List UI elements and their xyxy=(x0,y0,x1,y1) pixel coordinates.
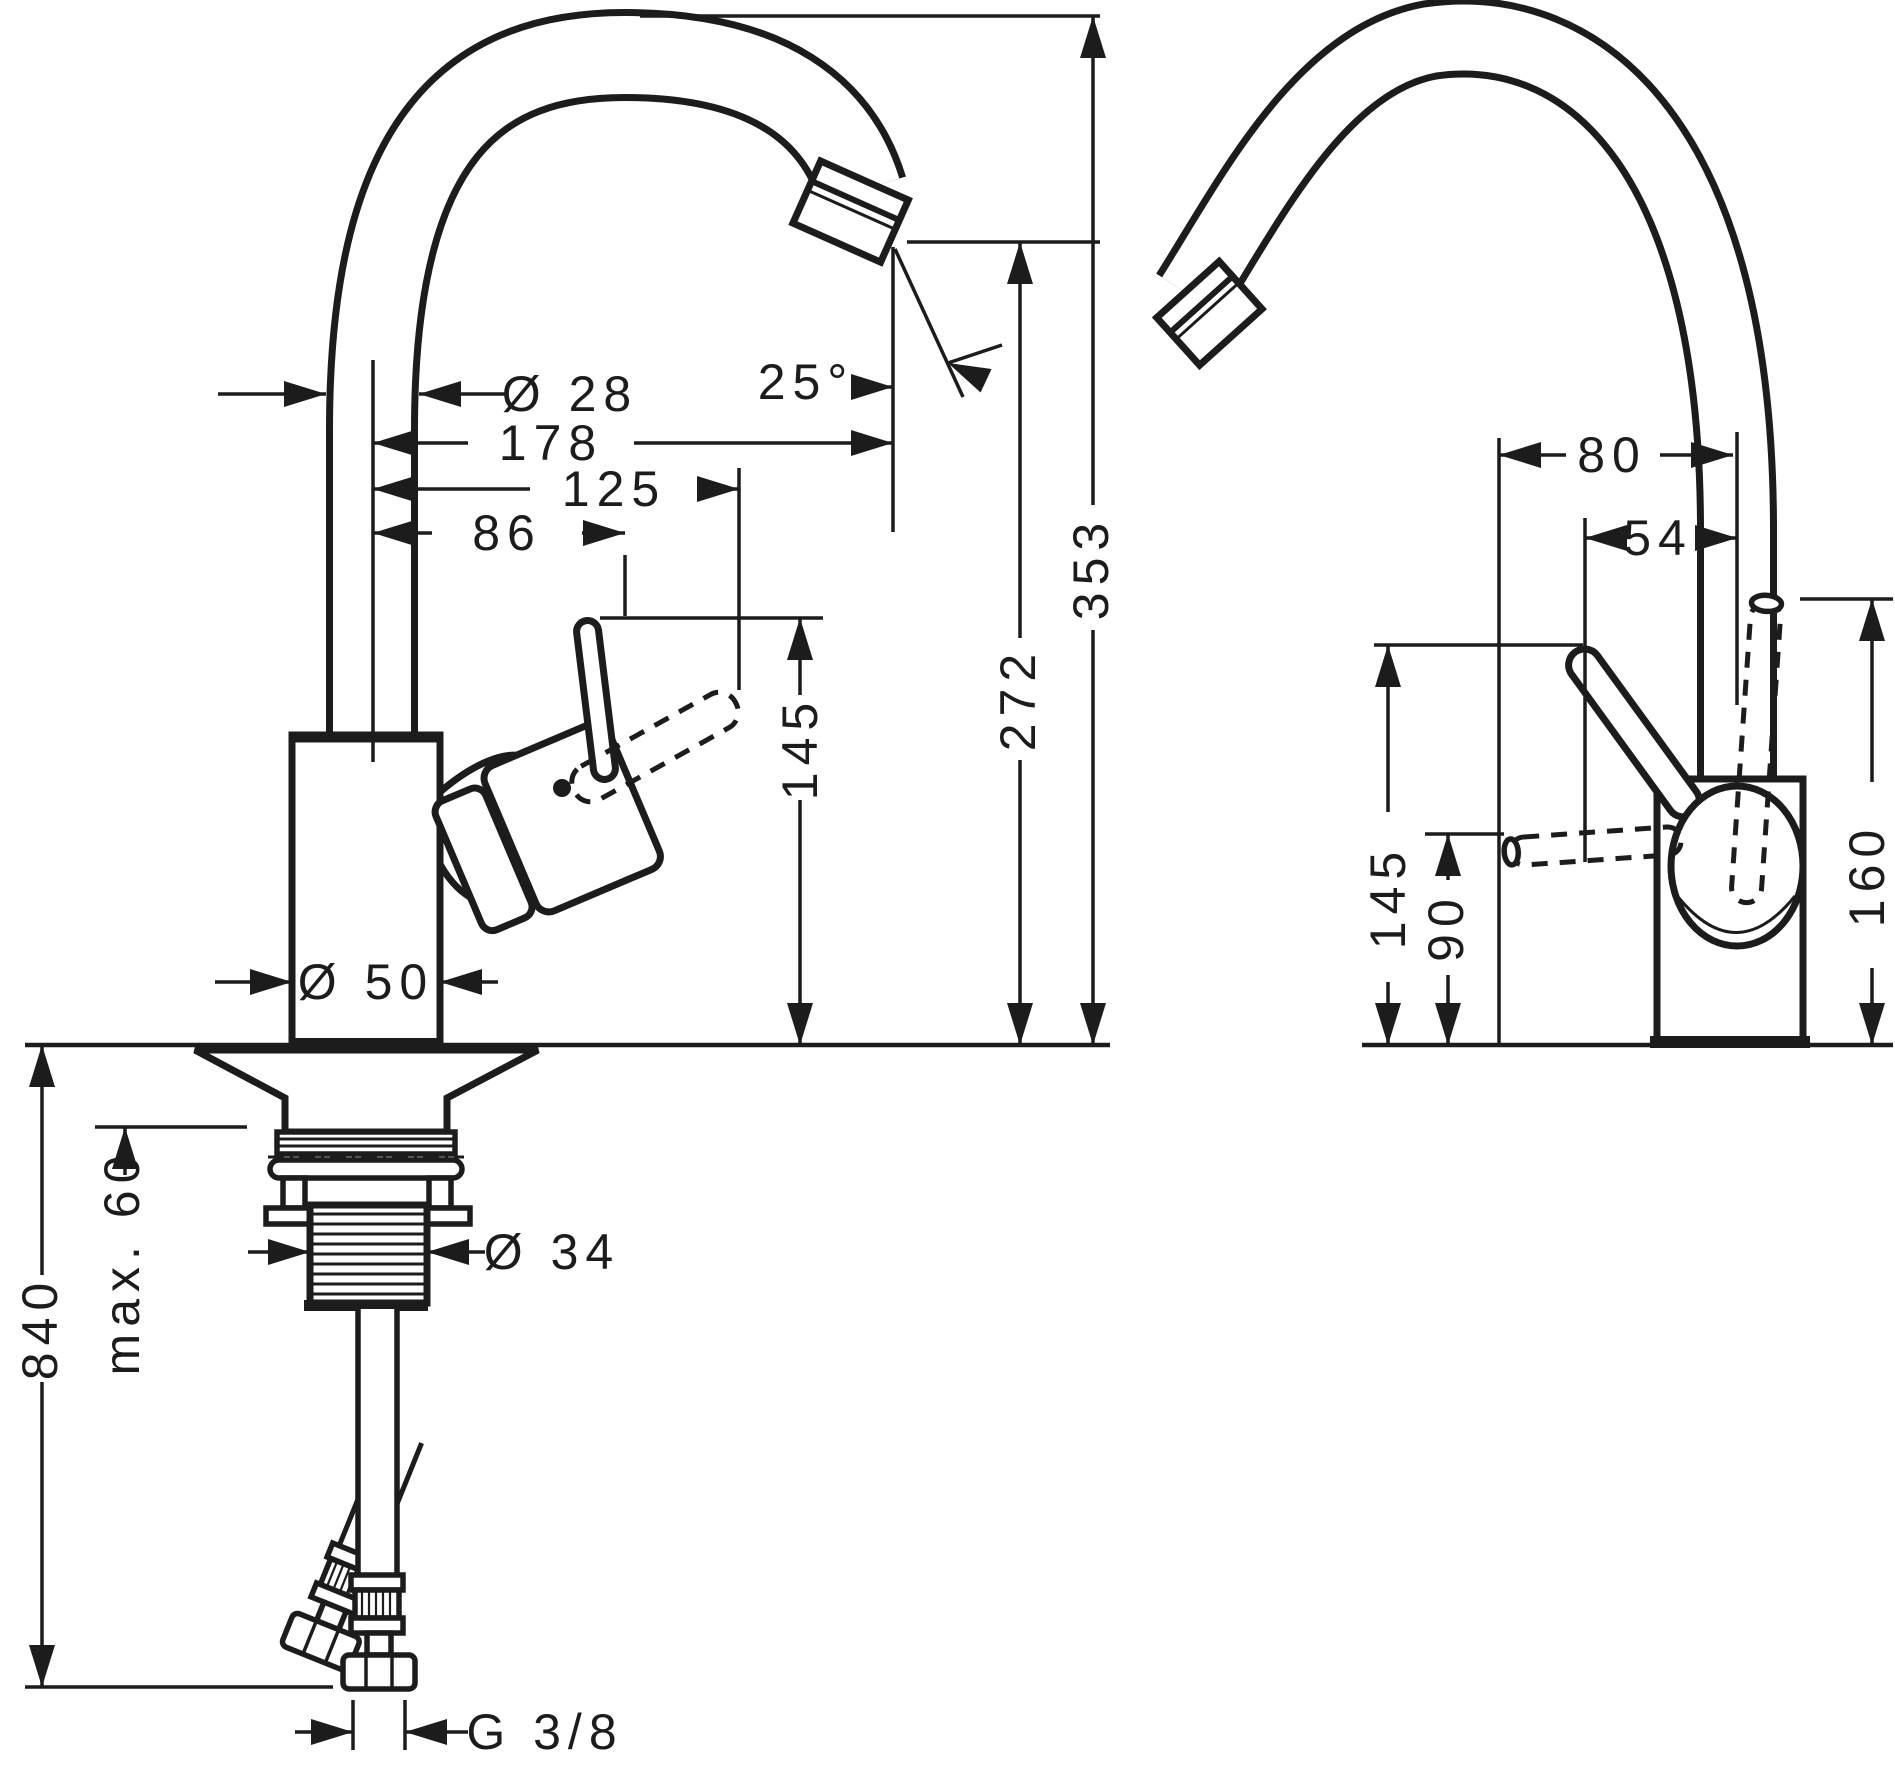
dim-clearance-80: 80 xyxy=(1577,427,1647,483)
front-handle-lever xyxy=(573,617,619,783)
side-handle-pivot-inner-arc xyxy=(1677,895,1797,934)
dim-clearance-54: 54 xyxy=(1623,510,1693,566)
dim-handle-height-side: 145 xyxy=(1360,845,1416,949)
mounting-collar xyxy=(274,1129,458,1157)
mounting-post-left xyxy=(280,1175,308,1211)
dim-shank-diameter: Ø 34 xyxy=(484,1224,620,1280)
mounting-foot-right xyxy=(421,1205,473,1227)
dim-max-counter-thickness: max. 60 xyxy=(94,1149,150,1376)
dim-reach-125: 125 xyxy=(562,461,666,517)
front-spout-nozzle xyxy=(788,156,913,267)
side-handle-pivot xyxy=(1667,782,1807,950)
dim-handle-top-height: 160 xyxy=(1839,823,1895,927)
mounting-shank-threads xyxy=(311,1212,426,1296)
dim-reach-86: 86 xyxy=(472,505,542,561)
mounting-washer xyxy=(267,1157,465,1181)
dim-lowered-handle-height: 90 xyxy=(1418,892,1474,962)
front-handle-lever-alt xyxy=(569,689,741,805)
front-spout-tube-inner xyxy=(333,15,900,745)
front-cartridge-screw-dot xyxy=(553,779,571,797)
mounting-shank-end xyxy=(304,1300,428,1311)
dim-hose-length: 840 xyxy=(12,1276,68,1380)
dim-outlet-height: 272 xyxy=(990,647,1046,751)
mounting-foot-left xyxy=(263,1205,315,1227)
mounting-post-right xyxy=(426,1175,454,1211)
dim-supply-connection: G 3/8 xyxy=(466,1704,623,1760)
side-handle-alt-vertical xyxy=(1729,592,1785,906)
dim-spout-reach: 178 xyxy=(499,415,603,471)
side-spout-nozzle xyxy=(1151,256,1267,371)
front-cartridge xyxy=(431,719,664,935)
front-escutcheon xyxy=(193,1046,540,1136)
dim-spout-diameter: Ø 28 xyxy=(502,366,638,422)
dim-total-height: 353 xyxy=(1063,516,1119,620)
side-spout-tube-inner xyxy=(1162,4,1770,785)
dimensions: Ø 28 25° 178 125 86 145 xyxy=(12,14,1895,1760)
dim-handle-height-front: 145 xyxy=(772,696,828,800)
dim-body-diameter: Ø 50 xyxy=(298,954,434,1010)
hose-nut-straight xyxy=(340,1652,418,1692)
dim-spout-angle: 25° xyxy=(758,354,855,410)
supply-hose-straight xyxy=(340,1309,418,1692)
